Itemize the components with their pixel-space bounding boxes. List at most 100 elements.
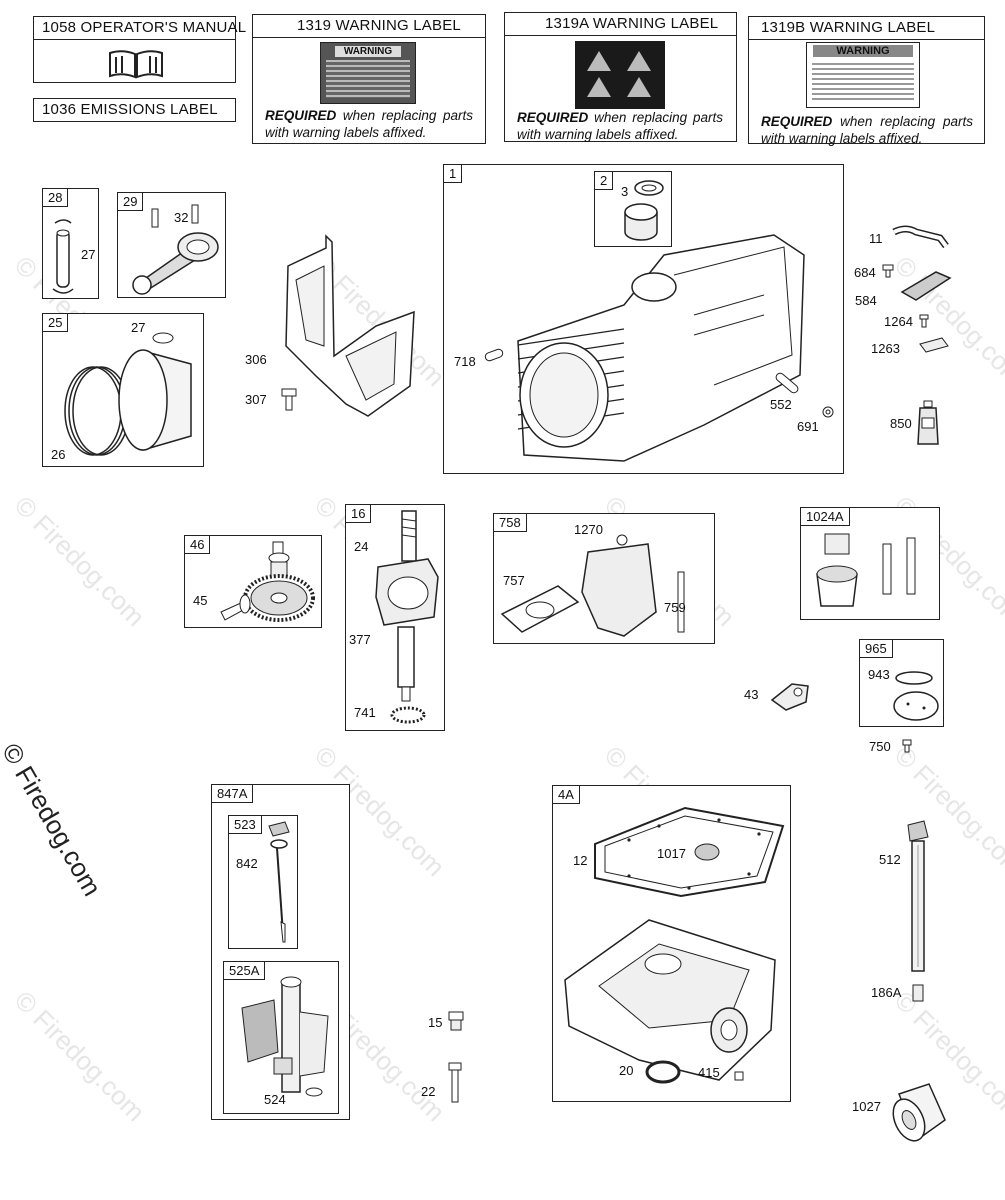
- callout-11: 11: [869, 231, 883, 246]
- kit-tag-523: 523: [228, 815, 262, 834]
- callout-27: 27: [81, 247, 96, 262]
- kit-tag-525a: 525A: [223, 961, 266, 980]
- callout-850: 850: [890, 416, 912, 431]
- screw-drawing: [902, 739, 912, 753]
- cam-gear-drawing: [220, 541, 315, 622]
- kit-box-523: 523 842: [228, 815, 298, 949]
- warning-decal: WARNING: [806, 42, 920, 108]
- cover-gasket-drawing: [893, 671, 939, 721]
- callout-12: 12: [573, 853, 588, 868]
- callout-750: 750: [869, 739, 891, 754]
- callout-43: 43: [744, 687, 759, 702]
- watermark: © Firedog.com: [8, 985, 151, 1128]
- kit-tag-4a: 4A: [552, 785, 580, 804]
- dipstick-tube-drawing: [241, 976, 329, 1097]
- warning-label-1319a-box: 1319A WARNING LABEL REQUIRED when replac…: [504, 12, 737, 142]
- kit-tag-758: 758: [493, 513, 527, 532]
- blower-housing-shroud-drawing: [285, 234, 415, 417]
- breather-tube-drawing: [892, 225, 949, 249]
- emissions-label-box: 1036 EMISSIONS LABEL: [33, 98, 236, 122]
- screw-drawing: [919, 314, 929, 328]
- callout-757: 757: [503, 573, 525, 588]
- callout-759: 759: [664, 600, 686, 615]
- governor-assembly-drawing: [500, 534, 685, 637]
- kit-box-847a: 847A 523 842 525A 524: [211, 784, 350, 1120]
- warning-decal-banner: WARNING: [335, 46, 401, 57]
- warning-label-1319b-box: 1319B WARNING LABEL WARNING REQUIRED whe…: [748, 16, 985, 146]
- screw-drawing: [882, 264, 894, 278]
- bushing-drawing: [624, 180, 664, 241]
- warning-label-1319-title: 1319 WARNING LABEL: [297, 17, 461, 34]
- plug-drawing: [448, 1011, 464, 1031]
- kit-tag-25: 25: [42, 313, 69, 332]
- gasket-drawing: [919, 337, 949, 353]
- callout-584: 584: [855, 293, 877, 308]
- tube-drawing: [775, 372, 799, 394]
- breather-cover-drawing: [900, 271, 952, 301]
- callout-943: 943: [868, 667, 890, 682]
- cylinder-block-drawing: [517, 234, 805, 462]
- bolt-drawing: [448, 1062, 462, 1103]
- callout-1264: 1264: [884, 314, 913, 329]
- callout-552: 552: [770, 397, 792, 412]
- callout-27: 27: [131, 320, 146, 335]
- callout-415: 415: [698, 1065, 720, 1080]
- callout-3: 3: [621, 184, 629, 199]
- warning-decal: WARNING: [320, 42, 416, 104]
- book-icon: [109, 50, 163, 79]
- kit-tag-2: 2: [594, 171, 614, 190]
- kit-tag-1: 1: [443, 164, 463, 183]
- callout-718: 718: [454, 354, 476, 369]
- kit-tag-1024a: 1024A: [800, 507, 850, 526]
- warning-decal-banner: WARNING: [813, 45, 913, 57]
- kit-tag-28: 28: [42, 188, 69, 207]
- piston-rings-drawing: [64, 332, 192, 456]
- warning-pictogram-decal: [575, 41, 665, 109]
- callout-1027: 1027: [852, 1099, 881, 1114]
- callout-26: 26: [51, 447, 66, 462]
- operators-manual-box: 1058 OPERATOR'S MANUAL: [33, 16, 246, 83]
- callout-684: 684: [854, 265, 876, 280]
- sealant-tube-drawing: [917, 400, 939, 445]
- kit-tag-16: 16: [345, 504, 372, 523]
- oil-sump-drawing: [564, 919, 776, 1084]
- nut-drawing: [822, 406, 834, 418]
- crankshaft-drawing: [375, 510, 439, 724]
- dowel-pin-drawing: [484, 348, 504, 362]
- callout-32: 32: [174, 210, 189, 225]
- warning-label-1319b-title: 1319B WARNING LABEL: [761, 19, 936, 36]
- callout-1263: 1263: [871, 341, 900, 356]
- callout-20: 20: [619, 1063, 634, 1078]
- warning-label-1319a-title: 1319A WARNING LABEL: [545, 15, 719, 32]
- callout-306: 306: [245, 352, 267, 367]
- required-note: REQUIRED when replacing parts with warni…: [517, 110, 723, 142]
- callout-1270: 1270: [574, 522, 603, 537]
- oil-filter-drawing: [892, 1083, 946, 1142]
- callout-741: 741: [354, 705, 376, 720]
- callout-186a: 186A: [871, 985, 902, 1000]
- callout-307: 307: [245, 392, 267, 407]
- kit-box-29: 29 32: [117, 192, 226, 298]
- callout-524: 524: [264, 1092, 286, 1107]
- callout-1017: 1017: [657, 846, 686, 861]
- kit-tag-965: 965: [859, 639, 893, 658]
- callout-512: 512: [879, 852, 901, 867]
- kit-box-2: 2 3: [594, 171, 672, 247]
- callout-691: 691: [797, 419, 819, 434]
- emissions-label-title: 1036 EMISSIONS LABEL: [42, 101, 218, 118]
- kit-box-965: 965 943: [859, 639, 944, 727]
- callout-22: 22: [421, 1084, 436, 1099]
- kit-tag-46: 46: [184, 535, 211, 554]
- kit-box-1024a: 1024A: [800, 507, 940, 620]
- watermark-main: © Firedog.com: [0, 738, 108, 901]
- watermark: © Firedog.com: [8, 490, 151, 633]
- kit-box-46: 46 45: [184, 535, 322, 628]
- kit-tag-847a: 847A: [211, 784, 254, 803]
- oil-fill-tube-drawing: [907, 820, 929, 972]
- callout-45: 45: [193, 593, 208, 608]
- kit-box-1: 1 2 3 718 552 691: [443, 164, 844, 474]
- kit-box-4a: 4A 12 1017 20 415: [552, 785, 791, 1102]
- callout-842: 842: [236, 856, 258, 871]
- kit-box-525a: 525A 524: [223, 961, 339, 1114]
- sensor-drawing: [770, 683, 809, 711]
